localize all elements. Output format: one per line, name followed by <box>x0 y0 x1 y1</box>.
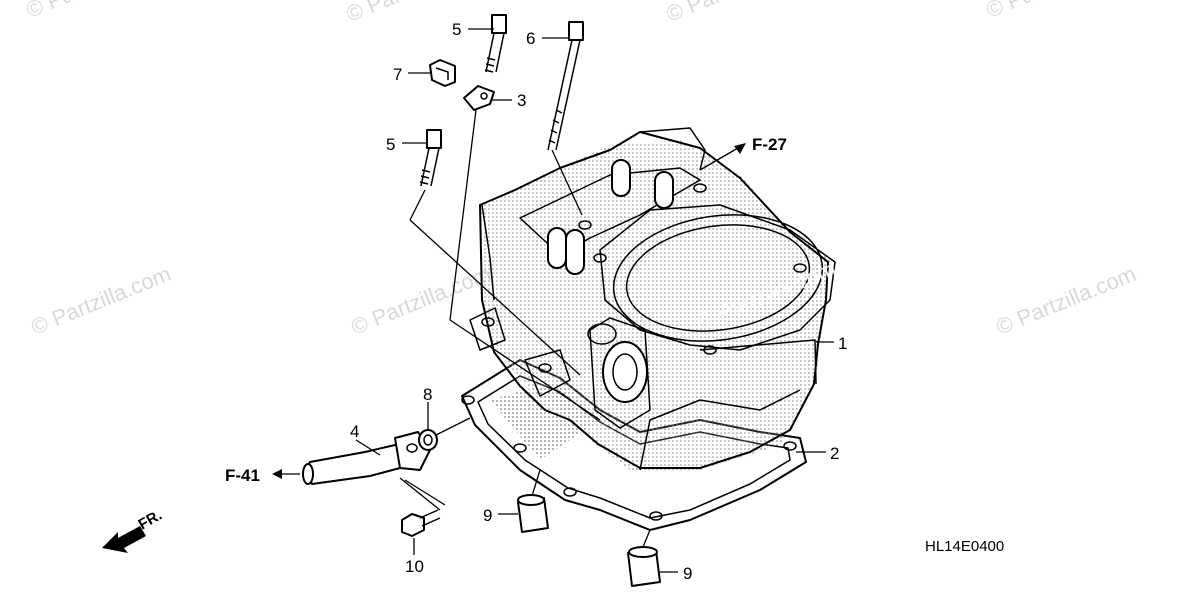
ref-label-f41: F-41 <box>225 466 260 485</box>
dowel-pin-upper <box>517 469 549 533</box>
bolt-lower <box>409 129 581 376</box>
callout-6: 6 <box>526 29 535 48</box>
callout-1: 1 <box>838 334 847 353</box>
diagram-code: HL14E0400 <box>925 538 1004 555</box>
watermark: © Partzilla.com <box>28 261 175 340</box>
callout-9: 9 <box>683 564 692 583</box>
callout-2: 2 <box>830 444 839 463</box>
callout-5: 5 <box>386 135 395 154</box>
flange-bolt <box>399 477 446 537</box>
callout-4: 4 <box>350 422 359 441</box>
o-ring <box>418 417 471 451</box>
callouts: 5 6 7 3 5 1 2 8 4 9 9 10 <box>350 20 847 583</box>
ref-arrow-f27 <box>699 143 746 171</box>
callout-3: 3 <box>517 91 526 110</box>
callout-5: 5 <box>452 20 461 39</box>
bracket <box>449 85 601 421</box>
watermark: © Partzilla.com <box>983 0 1130 23</box>
callout-10: 10 <box>405 557 424 576</box>
water-pipe <box>302 431 431 485</box>
stud-bolt <box>547 21 584 216</box>
ref-label-f27: F-27 <box>752 135 787 154</box>
clamp <box>429 59 456 87</box>
bolt-upper <box>484 14 507 73</box>
callout-8: 8 <box>423 385 432 404</box>
watermark: © Partzilla.com <box>343 0 490 27</box>
cylinder-block <box>469 127 836 471</box>
watermark: © Partzilla.com <box>23 0 170 23</box>
leader-lines <box>355 28 834 573</box>
dowel-pin-lower <box>627 529 661 587</box>
ref-arrow-f41 <box>272 469 300 479</box>
watermark: © Partzilla.com <box>993 261 1140 340</box>
callout-7: 7 <box>393 65 402 84</box>
callout-9: 9 <box>483 506 492 525</box>
front-direction-arrow <box>102 526 146 553</box>
watermark: © Partzilla.com <box>663 0 810 27</box>
